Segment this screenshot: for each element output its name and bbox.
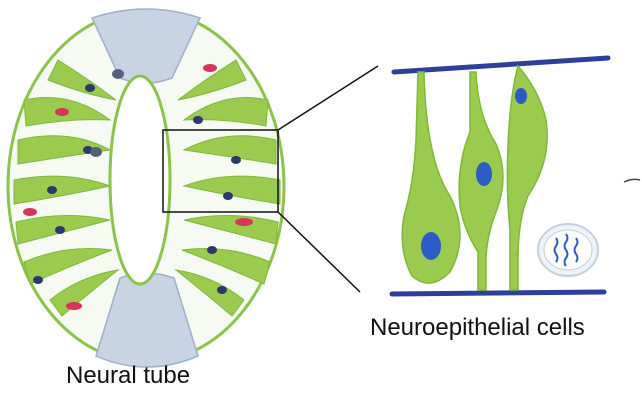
nucleus xyxy=(235,218,253,226)
nucleus xyxy=(231,156,241,164)
nucleus xyxy=(476,162,492,186)
neuroepithelial-cells-label: Neuroepithelial cells xyxy=(370,314,585,342)
nucleus xyxy=(55,226,65,234)
top-membrane xyxy=(394,58,608,72)
nucleus xyxy=(203,64,217,72)
nucleus xyxy=(112,69,124,79)
nucleus xyxy=(85,84,95,92)
nucleus xyxy=(23,208,37,216)
neural-tube-label: Neural tube xyxy=(66,362,190,390)
nucleus xyxy=(207,246,217,254)
nucleus xyxy=(47,186,57,194)
nucleus xyxy=(55,108,69,116)
neural-tube-illustration xyxy=(8,9,284,367)
nucleus xyxy=(90,147,102,157)
nucleus xyxy=(223,192,233,200)
arrow-continuation xyxy=(624,179,640,182)
zoom-line-bottom xyxy=(278,212,360,292)
neuroepithelium-illustration xyxy=(392,58,608,294)
nucleus xyxy=(515,88,527,104)
nucleus xyxy=(421,232,441,260)
nucleus xyxy=(193,116,203,124)
bottom-membrane xyxy=(392,292,604,294)
nucleus xyxy=(217,286,227,294)
neural-tube-lumen xyxy=(110,76,170,284)
nucleus xyxy=(33,276,43,284)
zoom-line-top xyxy=(278,66,378,130)
nucleus xyxy=(66,302,82,310)
